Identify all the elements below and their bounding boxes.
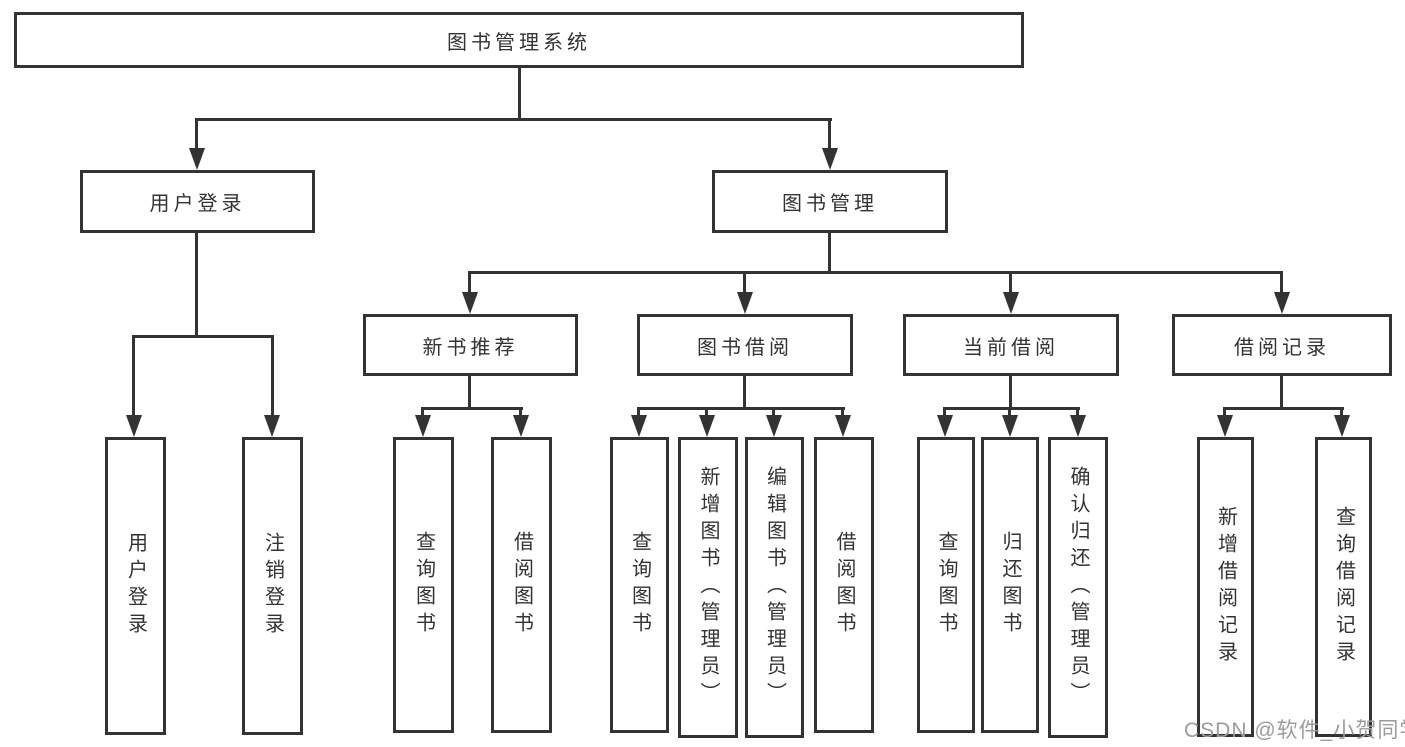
- leaf-label: 确认归还（管理员）: [1067, 466, 1089, 709]
- connector-bar: [637, 407, 845, 410]
- connector-bar: [1223, 407, 1344, 410]
- arrowhead: [822, 148, 838, 170]
- node-book-borrow: 图书借阅: [637, 314, 853, 376]
- leaf-user-login: 用户登录: [105, 437, 166, 735]
- arrowhead: [264, 415, 280, 437]
- connector-shaft: [519, 407, 522, 419]
- connector-user-login-drop: [195, 233, 198, 335]
- arrowhead: [126, 415, 142, 437]
- node-book-management: 图书管理: [712, 170, 948, 233]
- arrowhead: [937, 415, 953, 437]
- arrowhead: [1002, 415, 1018, 437]
- leaf-label: 新增借阅记录: [1214, 506, 1237, 668]
- arrowhead: [631, 415, 647, 437]
- connector-bar: [943, 407, 1080, 410]
- connector-shaft: [1223, 407, 1226, 419]
- leaf-query-books: 查询图书: [610, 437, 669, 733]
- leaf-label: 借阅图书: [510, 531, 533, 639]
- arrowhead: [513, 415, 529, 437]
- leaf-label: 查询借阅记录: [1332, 506, 1355, 668]
- node-label: 图书借阅: [697, 336, 793, 359]
- connector-shaft: [705, 407, 708, 419]
- connector-user-login-bar: [132, 335, 274, 338]
- connector-shaft: [772, 407, 775, 419]
- connector-shaft: [1340, 407, 1343, 419]
- watermark: CSDN @软件_小贺同学: [1184, 719, 1405, 742]
- connector-shaft: [1009, 271, 1012, 296]
- node-label: 图书管理系统: [447, 31, 591, 54]
- node-new-book-recommend: 新书推荐: [363, 314, 578, 376]
- leaf-label: 查询图书: [935, 531, 957, 639]
- leaf-label: 用户登录: [124, 532, 147, 640]
- arrowhead: [462, 292, 478, 314]
- connector-shaft: [421, 407, 424, 419]
- arrowhead: [1274, 292, 1290, 314]
- connector-bar: [421, 407, 523, 410]
- connector-shaft: [1280, 271, 1283, 296]
- leaf-label: 查询图书: [628, 531, 651, 639]
- leaf-logout: 注销登录: [242, 437, 303, 735]
- connector-shaft: [637, 407, 640, 419]
- connector-shaft: [943, 407, 946, 419]
- arrowhead: [699, 415, 715, 437]
- arrowhead: [1334, 415, 1350, 437]
- arrowhead: [766, 415, 782, 437]
- leaf-return-books: 归还图书: [981, 437, 1039, 733]
- node-borrow-records: 借阅记录: [1172, 314, 1392, 376]
- node-label: 当前借阅: [963, 336, 1059, 359]
- node-root-library-system: 图书管理系统: [14, 12, 1024, 68]
- connector-book-mgmt-drop: [828, 233, 831, 271]
- leaf-confirm-return-admin: 确认归还（管理员）: [1048, 437, 1108, 738]
- leaf-label: 借阅图书: [833, 531, 855, 639]
- connector-root-left-shaft: [195, 118, 198, 150]
- leaf-query-books: 查询图书: [393, 437, 454, 733]
- leaf-label: 归还图书: [999, 531, 1021, 639]
- leaf-label: 查询图书: [412, 531, 435, 639]
- connector-shaft: [132, 335, 135, 415]
- leaf-edit-books-admin: 编辑图书（管理员）: [745, 437, 804, 738]
- connector-root-bar: [195, 118, 832, 121]
- leaf-query-books: 查询图书: [917, 437, 975, 733]
- connector-drop: [743, 376, 746, 407]
- arrowhead: [1003, 292, 1019, 314]
- leaf-label: 注销登录: [261, 532, 284, 640]
- leaf-query-borrow-record: 查询借阅记录: [1315, 437, 1372, 737]
- arrowhead: [1070, 415, 1086, 437]
- connector-shaft: [841, 407, 844, 419]
- connector-shaft: [1008, 407, 1011, 419]
- node-label: 借阅记录: [1234, 336, 1330, 359]
- node-label: 图书管理: [782, 193, 878, 215]
- connector-drop: [468, 376, 471, 407]
- leaf-add-books-admin: 新增图书（管理员）: [678, 437, 738, 738]
- leaf-label: 新增图书（管理员）: [697, 466, 719, 709]
- connector-shaft: [271, 335, 274, 415]
- leaf-add-borrow-record: 新增借阅记录: [1197, 437, 1254, 737]
- connector-shaft: [1076, 407, 1079, 419]
- connector-book-mgmt-bar: [468, 271, 1283, 274]
- node-label: 用户登录: [149, 193, 246, 215]
- connector-shaft: [743, 271, 746, 296]
- arrowhead: [835, 415, 851, 437]
- connector-root-drop: [518, 68, 521, 118]
- connector-drop: [1009, 376, 1012, 407]
- node-current-borrow: 当前借阅: [903, 314, 1119, 376]
- node-user-login: 用户登录: [80, 170, 315, 233]
- arrowhead: [415, 415, 431, 437]
- arrowhead: [189, 148, 205, 170]
- leaf-borrow-books: 借阅图书: [491, 437, 552, 733]
- connector-drop: [1280, 376, 1283, 407]
- leaf-borrow-books: 借阅图书: [814, 437, 874, 733]
- connector-root-right-shaft: [828, 118, 831, 150]
- arrowhead: [737, 292, 753, 314]
- node-label: 新书推荐: [422, 336, 519, 359]
- arrowhead: [1217, 415, 1233, 437]
- leaf-label: 编辑图书（管理员）: [763, 466, 786, 709]
- connector-shaft: [468, 271, 471, 296]
